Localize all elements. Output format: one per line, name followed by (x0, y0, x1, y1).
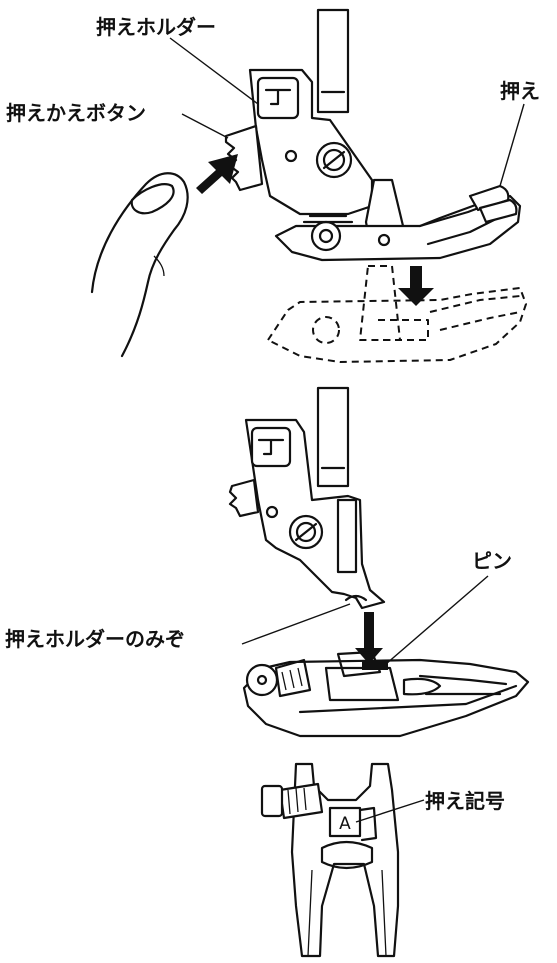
foot-mark-letter: A (339, 814, 351, 834)
label-holder-groove: 押えホルダーのみぞ (5, 627, 185, 651)
label-presser-foot: 押え (500, 79, 540, 103)
foot-pin (362, 660, 388, 670)
leader-groove (241, 603, 351, 645)
release-button-2 (228, 478, 260, 518)
leader-holder (169, 37, 259, 105)
leader-mark (355, 799, 425, 823)
foot-pin-block (324, 666, 400, 702)
finger (90, 172, 189, 358)
holder-hole (284, 149, 298, 163)
step1-illustration (90, 8, 527, 363)
foot-mark-knob (260, 784, 284, 818)
leader-foot (499, 103, 525, 187)
holder-logo (264, 88, 292, 106)
leader-lines (169, 37, 525, 823)
label-presser-holder: 押えホルダー (96, 15, 216, 39)
detach-down-arrow (398, 266, 434, 306)
leader-release (181, 113, 229, 139)
step3-illustration: A (260, 762, 400, 958)
needle-bar (316, 8, 350, 114)
fingernail (130, 183, 175, 215)
foot-mark-screw-housing (278, 782, 324, 820)
label-foot-mark: 押え記号 (425, 789, 505, 813)
detached-foot-outline (267, 287, 527, 363)
label-release-button: 押えかえボタン (6, 101, 146, 125)
needle-bar-2 (316, 386, 350, 488)
foot-slot (320, 840, 374, 870)
foot-mark-box (328, 806, 362, 838)
attach-down-arrow (355, 612, 383, 664)
push-arrow (196, 154, 238, 194)
foot-knob (245, 663, 279, 697)
release-button (224, 124, 264, 192)
holder-groove (344, 594, 368, 602)
label-pin: ピン (472, 549, 512, 573)
step2-illustration (228, 386, 530, 738)
foot-pin-wheel (310, 220, 342, 252)
leader-pin (385, 575, 489, 665)
